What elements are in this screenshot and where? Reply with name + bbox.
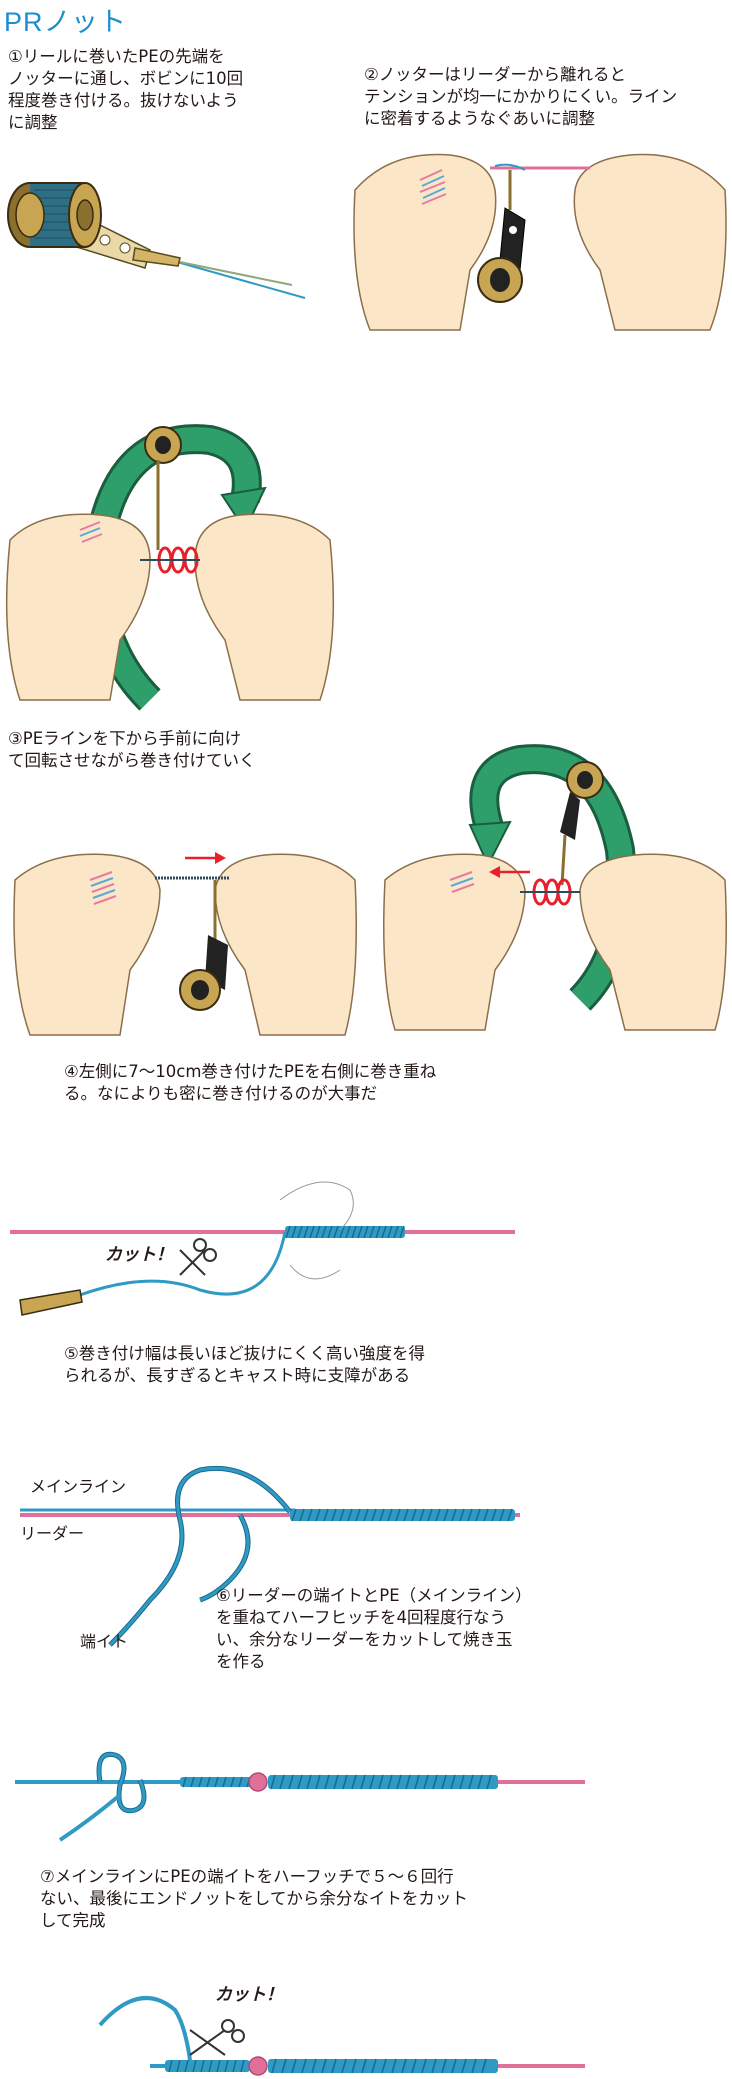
step-1-caption: ①リールに巻いたPEの先端を ノッターに通し、ボビンに10回 程度巻き付ける。抜… — [8, 47, 244, 132]
step-5-cut-illustration: カット！ — [10, 1181, 515, 1316]
step-4-caption: ④左側に7～10cm巻き付けたPEを右側に巻き重ね る。なによりも密に巻き付ける… — [64, 1062, 437, 1103]
page-title: PRノット — [4, 7, 127, 37]
step-6-caption: ⑥リーダーの端イトとPE（メインライン） を重ねてハーフヒッチを4回程度行なう … — [216, 1586, 532, 1671]
step-7-caption: ⑦メインラインにPEの端イトをハーフッチで５～６回行 ない、最後にエンドノットを… — [40, 1867, 468, 1930]
step-4-left-illustration — [13, 852, 357, 1036]
step-3-caption: ③PEラインを下から手前に向け て回転させながら巻き付けていく — [8, 729, 256, 770]
step-2-caption: ②ノッターはリーダーから離れると テンションが均一にかかりにくい。ライン に密着… — [364, 65, 678, 128]
step-7-finished-illustration — [15, 1751, 585, 1842]
cut-label-2: カット！ — [215, 1985, 283, 2005]
main-line-label: メインライン — [30, 1477, 127, 1496]
cut-label-1: カット！ — [105, 1245, 173, 1265]
tag-end-label: 端イト — [80, 1632, 129, 1651]
step-7-final-cut-illustration: カット！ — [98, 1985, 585, 2076]
step-5-caption: ⑤巻き付け幅は長いほど抜けにくく高い強度を得 られるが、長すぎるとキャスト時に支… — [64, 1344, 425, 1385]
step-2-hands-illustration — [353, 153, 727, 331]
step-4-right-illustration — [383, 744, 727, 1031]
step-1-bobbin-illustration — [7, 182, 306, 299]
step-6-halfhitch-illustration — [20, 1465, 520, 1647]
leader-label: リーダー — [20, 1524, 85, 1543]
step-3-rotation-illustration — [5, 424, 335, 711]
